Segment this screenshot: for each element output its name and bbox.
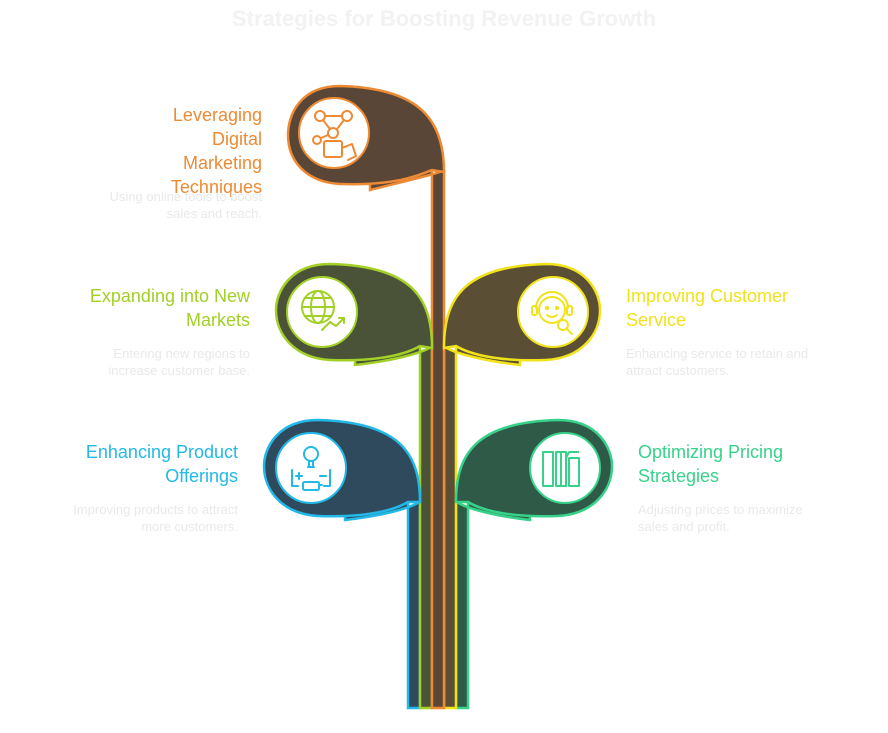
desc-expanding-markets: Entering new regions to increase custome…	[108, 346, 250, 378]
desc-digital-marketing: Using online tools to boost sales and re…	[109, 189, 262, 221]
lightbulb-battery-icon	[291, 446, 331, 491]
globe-growth-icon	[301, 290, 345, 331]
label-customer-service: Improving Customer Service	[626, 286, 789, 330]
label-enhancing-products: Enhancing Product Offerings	[85, 442, 238, 486]
pricing-bars-icon	[542, 451, 580, 487]
label-optimizing-pricing: Optimizing Pricing Strategies	[638, 442, 784, 486]
icon-circle-expanding-markets	[286, 276, 358, 348]
diagram-title: Strategies for Boosting Revenue Growth	[231, 6, 657, 31]
icon-circle-customer-service	[517, 276, 589, 348]
desc-customer-service: Enhancing service to retain and attract …	[626, 346, 809, 378]
desc-enhancing-products: Improving products to attract more custo…	[73, 502, 238, 534]
desc-optimizing-pricing: Adjusting prices to maximize sales and p…	[638, 502, 803, 534]
digital-marketing-icon	[312, 110, 357, 161]
customer-support-icon	[531, 291, 573, 335]
label-expanding-markets: Expanding into New Markets	[89, 286, 250, 330]
label-digital-marketing: Leveraging Digital Marketing Techniques	[170, 105, 262, 197]
